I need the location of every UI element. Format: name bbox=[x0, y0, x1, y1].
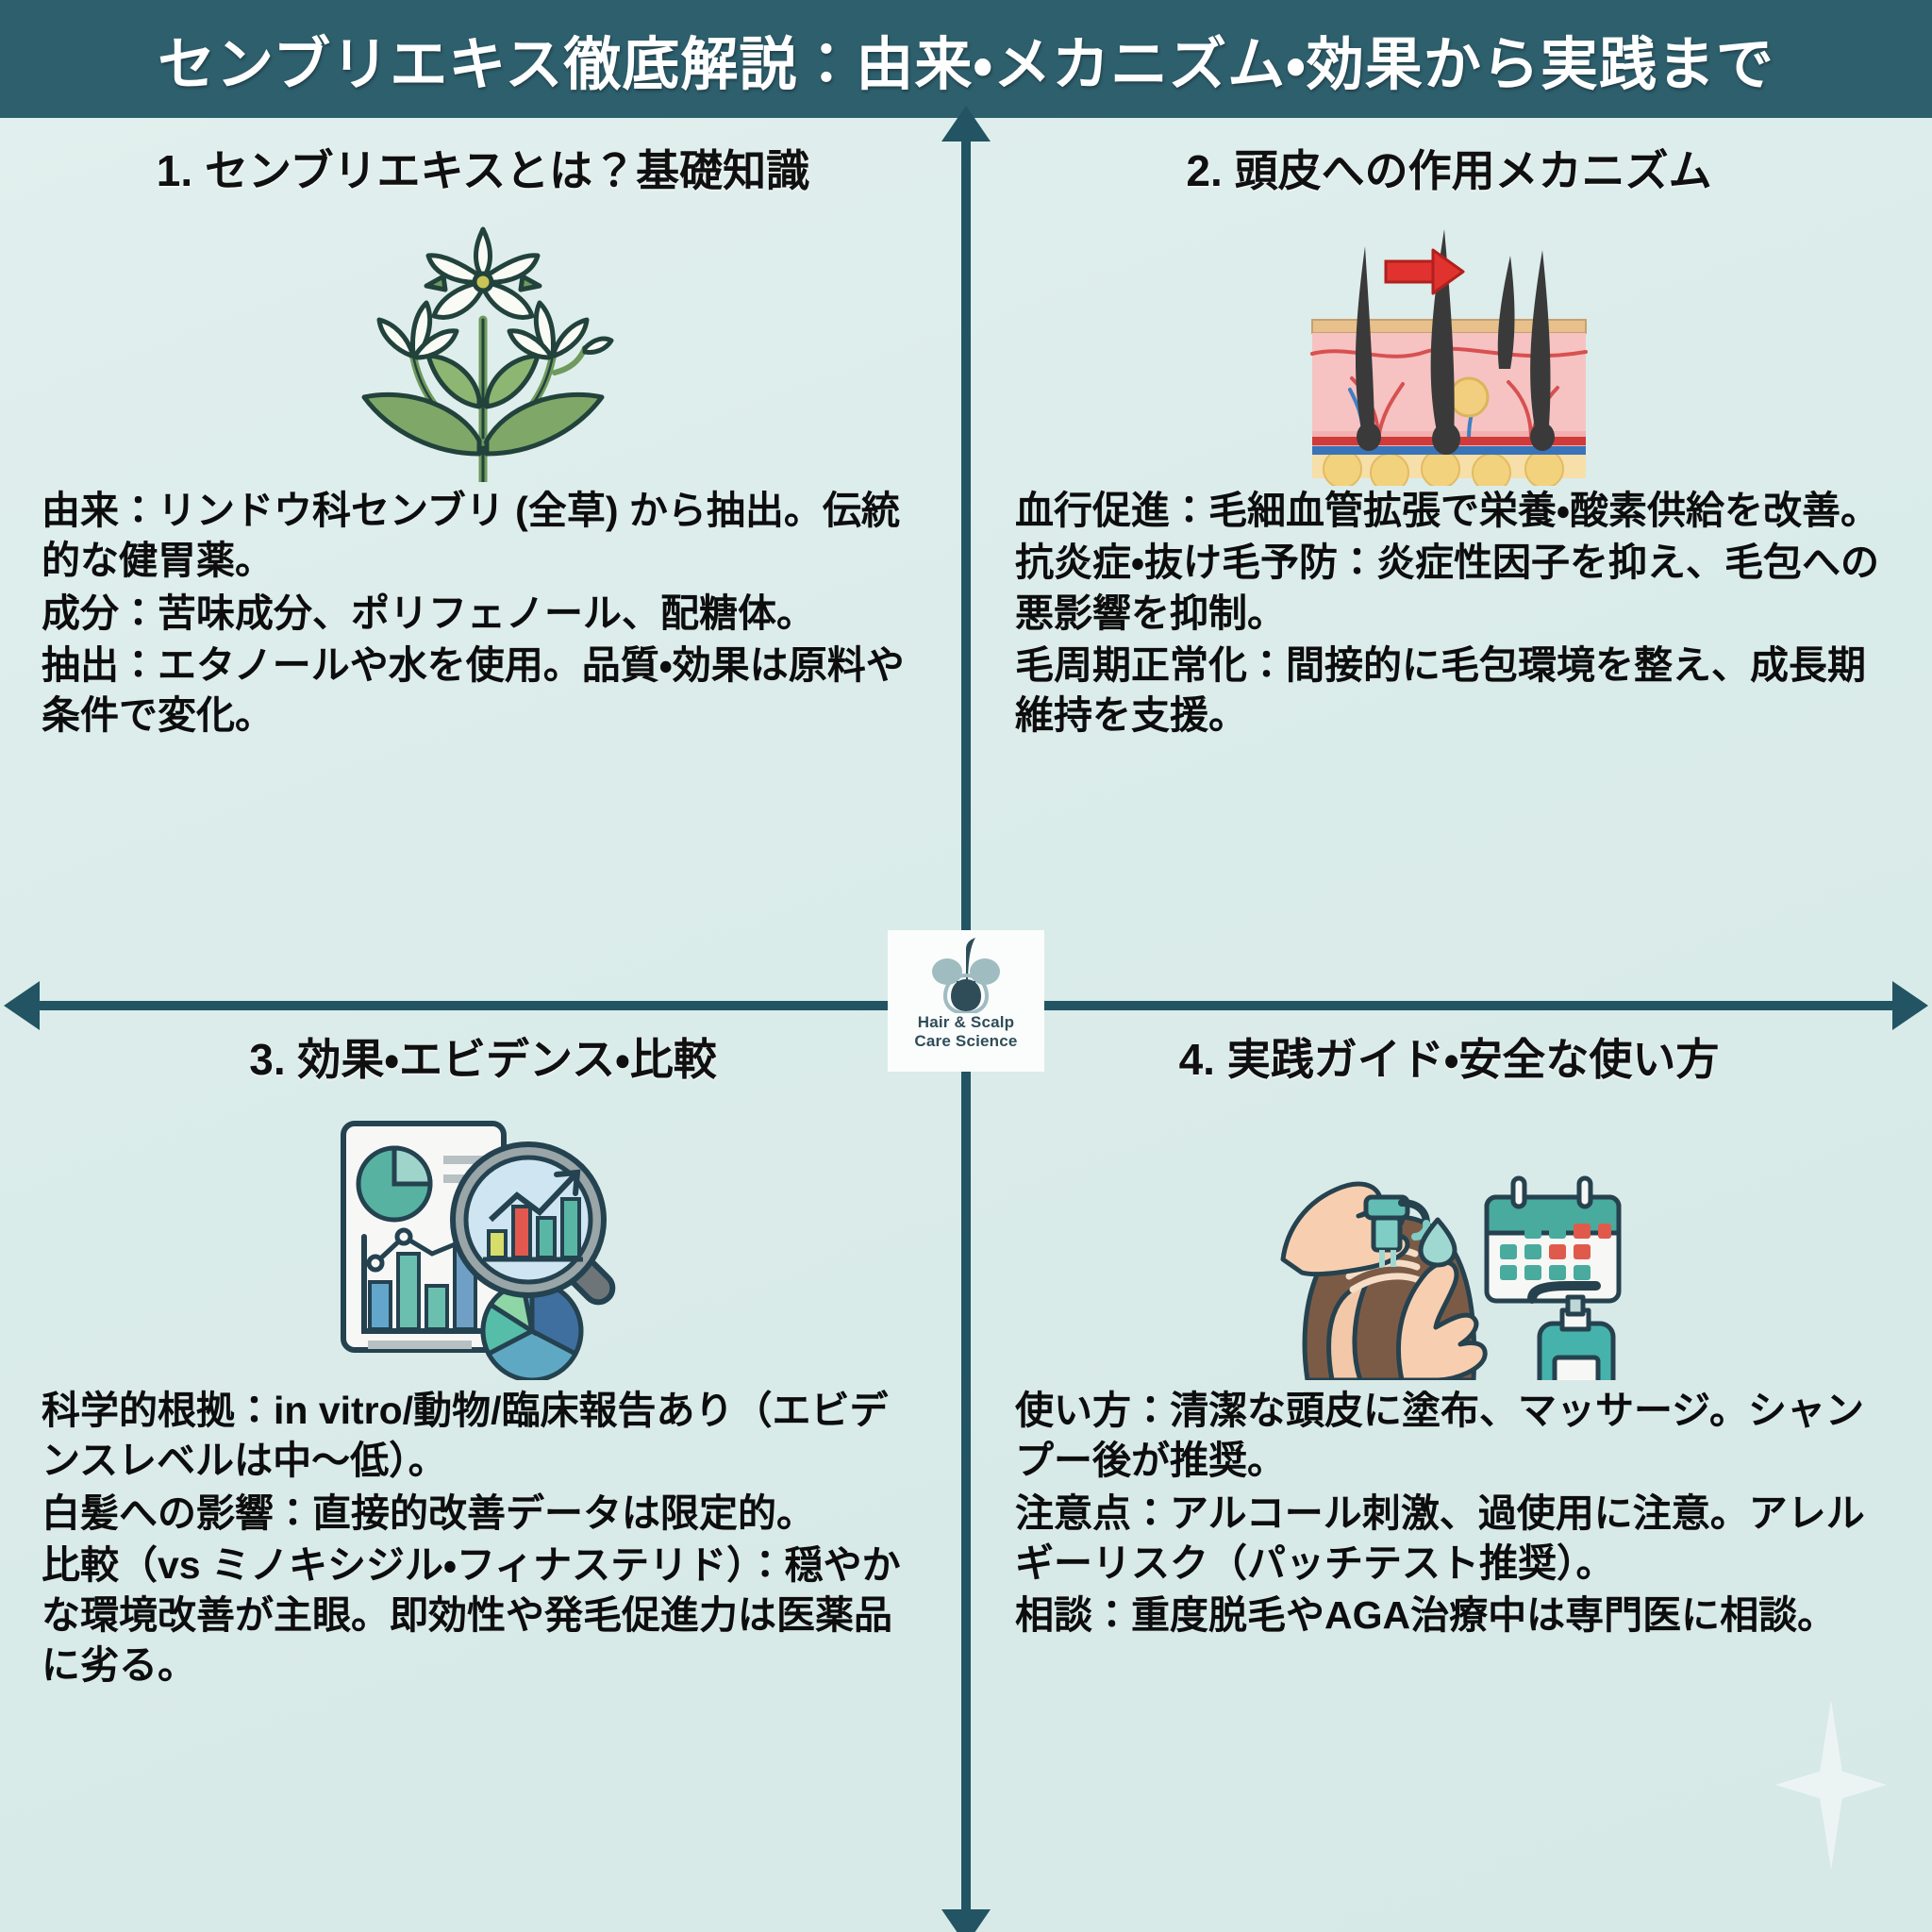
quadrant-3: 3. 効果・エビデンス・比較 bbox=[0, 1005, 966, 1932]
scalp-cross-section-illustration bbox=[966, 203, 1932, 486]
quadrant-2-line-2: 抗炎症・抜け毛予防：炎症性因子を抑え、毛包への悪影響を抑制。 bbox=[1015, 541, 1879, 635]
quadrant-1-body: 由来：リンドウ科センブリ (全草) から抽出。伝統的な健胃薬。 成分：苦味成分、… bbox=[0, 486, 966, 741]
page-title: センブリエキス徹底解説：由来・メカニズム・効果から実践まで bbox=[158, 32, 1774, 96]
quadrant-4-line-1: 使い方：清潔な頭皮に塗布、マッサージ。シャンプー後が推奨。 bbox=[1015, 1389, 1864, 1483]
quadrant-4-line-3: 相談：重度脱毛やAGA治療中は専門医に相談。 bbox=[1015, 1593, 1837, 1638]
logo-line-1: Hair & Scalp bbox=[917, 1013, 1015, 1031]
quadrant-1-line-3: 抽出：エタノールや水を使用。品質・効果は原料や条件で変化。 bbox=[42, 642, 905, 738]
quadrant-1-heading: 1. センブリエキスとは？基礎知識 bbox=[156, 146, 810, 195]
data-analysis-illustration bbox=[0, 1091, 966, 1386]
logo-line-2: Care Science bbox=[914, 1031, 1018, 1050]
quadrant-2-body: 血行促進：毛細血管拡張で栄養・酸素供給を改善。 抗炎症・抜け毛予防：炎症性因子を… bbox=[966, 486, 1932, 741]
quadrant-2: 2. 頭皮への作用メカニズム bbox=[966, 118, 1932, 1005]
quadrant-4-body: 使い方：清潔な頭皮に塗布、マッサージ。シャンプー後が推奨。 注意点：アルコール刺… bbox=[966, 1386, 1932, 1641]
quadrant-1-line-1: 由来：リンドウ科センブリ (全草) から抽出。伝統的な健胃薬。 bbox=[42, 489, 900, 583]
swertia-plant-illustration bbox=[0, 203, 966, 486]
hair-follicle-icon bbox=[932, 938, 1000, 1013]
quadrant-3-body: 科学的根拠：in vitro/動物/臨床報告あり（エビデンスレベルは中〜低）。 … bbox=[0, 1386, 966, 1691]
quadrant-4-heading: 4. 実践ガイド・安全な使い方 bbox=[1178, 1035, 1720, 1084]
quadrant-3-line-1: 科学的根拠：in vitro/動物/臨床報告あり（エビデンスレベルは中〜低）。 bbox=[42, 1389, 889, 1483]
title-banner: センブリエキス徹底解説：由来・メカニズム・効果から実践まで bbox=[0, 0, 1932, 118]
quadrant-3-heading: 3. 効果・エビデンス・比較 bbox=[249, 1035, 717, 1084]
quadrant-1: 1. センブリエキスとは？基礎知識 bbox=[0, 118, 966, 1005]
quadrant-4-line-2: 注意点：アルコール刺激、過使用に注意。アレルギーリスク（パッチテスト推奨）。 bbox=[1015, 1491, 1865, 1585]
quadrant-1-line-2: 成分：苦味成分、ポリフェノール、配糖体。 bbox=[42, 591, 815, 635]
scalp-application-illustration bbox=[966, 1091, 1932, 1386]
quadrant-2-heading: 2. 頭皮への作用メカニズム bbox=[1186, 146, 1712, 195]
center-logo: Hair & Scalp Care Science bbox=[888, 930, 1044, 1072]
quadrant-2-line-3: 毛周期正常化：間接的に毛包環境を整え、成長期維持を支援。 bbox=[1015, 642, 1866, 738]
quadrant-4: 4. 実践ガイド・安全な使い方 bbox=[966, 1005, 1932, 1932]
quadrant-3-line-3: 比較（vs ミノキシジル・フィナステリド）：穏やかな環境改善が主眼。即効性や発毛… bbox=[42, 1542, 901, 1688]
quadrant-3-line-2: 白髪への影響：直接的改善データは限定的。 bbox=[42, 1491, 815, 1535]
quadrant-2-line-1: 血行促進：毛細血管拡張で栄養・酸素供給を改善。 bbox=[1015, 489, 1879, 532]
